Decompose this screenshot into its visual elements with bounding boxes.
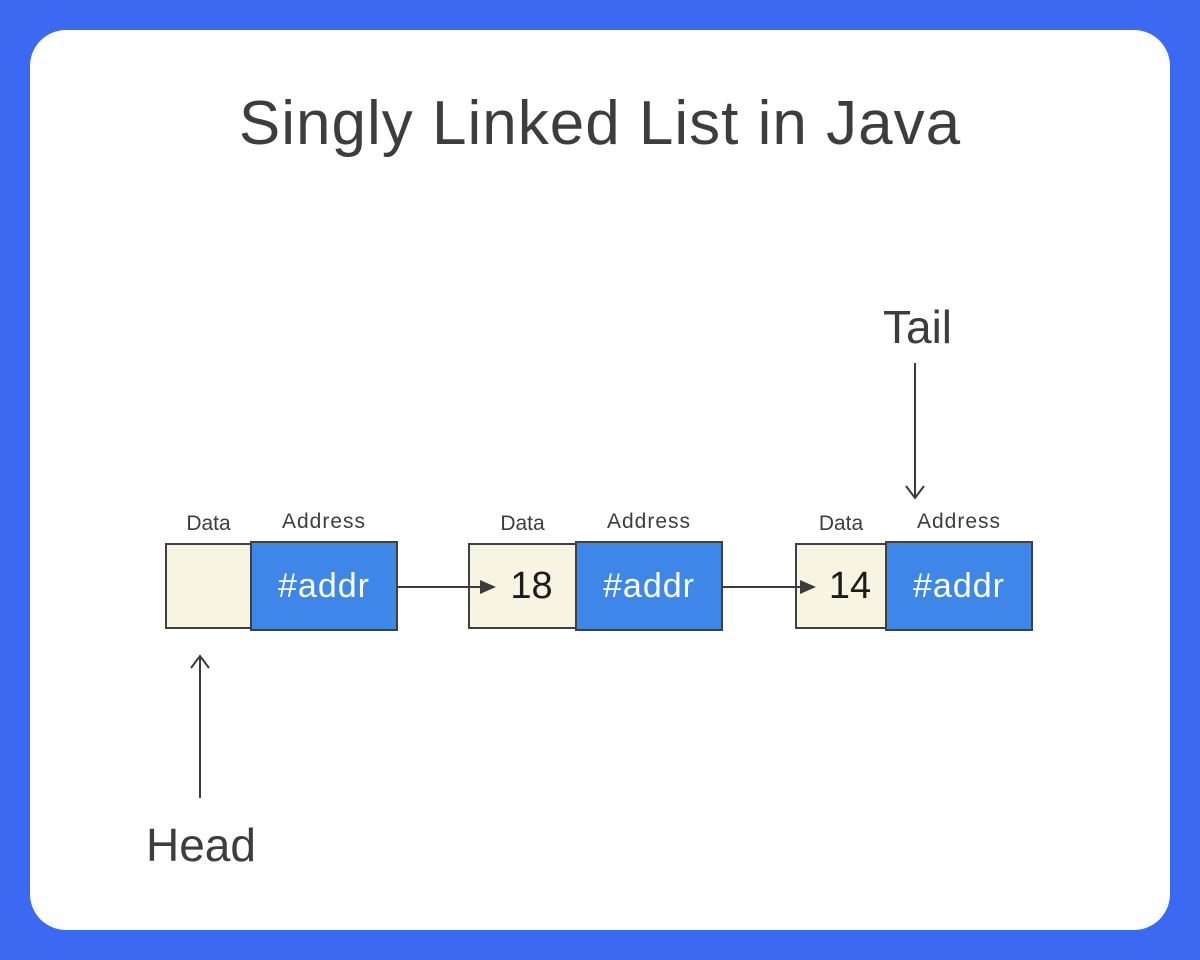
linked-list-node: Data Address #addr bbox=[165, 510, 398, 631]
linked-list-node: Data 14 Address #addr bbox=[795, 510, 1033, 631]
linked-list-node: Data 18 Address #addr bbox=[468, 510, 723, 631]
node-data-cell: Data 14 bbox=[795, 512, 885, 629]
node-address-value: #addr bbox=[278, 566, 370, 605]
node-data-value: 18 bbox=[510, 564, 553, 607]
head-label: Head bbox=[146, 819, 256, 871]
address-cell-label: Address bbox=[281, 510, 367, 533]
data-cell-label: Data bbox=[500, 512, 545, 535]
page-title: Singly Linked List in Java bbox=[238, 89, 962, 158]
diagram-card bbox=[30, 30, 1170, 930]
node-data-cell: Data bbox=[165, 512, 250, 629]
data-cell-label: Data bbox=[186, 512, 231, 535]
address-cell-label: Address bbox=[916, 510, 1002, 533]
tail-label: Tail bbox=[882, 301, 953, 353]
node-data-cell: Data 18 bbox=[468, 512, 575, 629]
node-address-cell: Address #addr bbox=[885, 510, 1033, 631]
node-address-value: #addr bbox=[913, 566, 1005, 605]
node-address-value: #addr bbox=[603, 566, 695, 605]
node-data-value: 14 bbox=[828, 564, 872, 607]
node-address-cell: Address #addr bbox=[250, 510, 398, 631]
address-cell-label: Address bbox=[606, 510, 692, 533]
node-address-cell: Address #addr bbox=[575, 510, 723, 631]
data-cell-label: Data bbox=[818, 512, 864, 535]
